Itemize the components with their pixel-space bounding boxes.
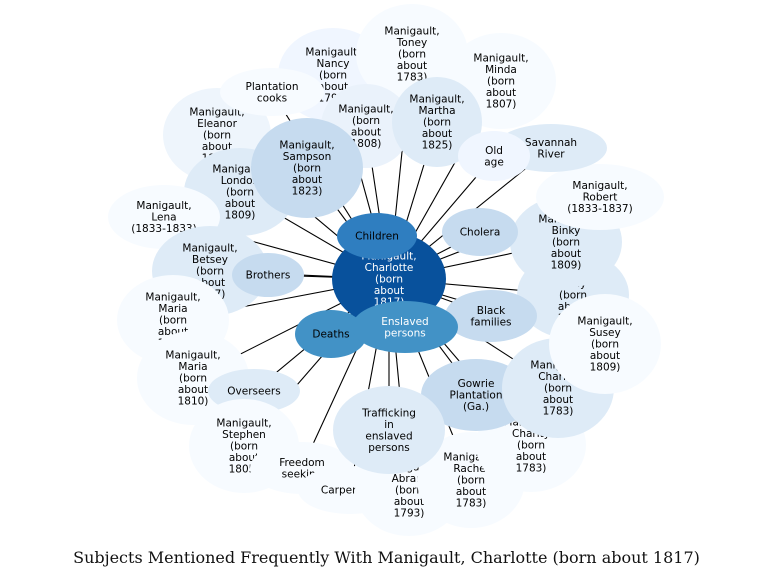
node-enslaved-bubble — [352, 301, 458, 353]
node-deaths-bubble — [295, 310, 367, 358]
node-brothers-bubble — [232, 253, 304, 297]
node-brothers-label: Brothers — [246, 270, 291, 282]
node-robert-label: Manigault,Robert(1833-1837) — [567, 180, 632, 215]
node-children[interactable]: Children — [337, 213, 417, 259]
node-cholera-bubble — [442, 208, 518, 256]
diagram-caption: Subjects Mentioned Frequently With Manig… — [73, 548, 700, 567]
node-trafficking-bubble — [333, 386, 445, 474]
node-deaths-label: Deaths — [312, 329, 349, 341]
node-robert[interactable]: Manigault,Robert(1833-1837) — [536, 164, 664, 230]
node-overseers-label: Overseers — [227, 386, 280, 398]
node-plantation-cooks-bubble — [220, 68, 324, 116]
node-lena-label: Manigault,Lena(1833-1833) — [131, 200, 196, 235]
node-martha-bubble — [392, 77, 482, 167]
node-cholera[interactable]: Cholera — [442, 208, 518, 256]
node-brothers[interactable]: Brothers — [232, 253, 304, 297]
network-svg: Manigault,Nancy(bornabout1798)Manigault,… — [108, 4, 664, 536]
nodes-layer: Manigault,Nancy(bornabout1798)Manigault,… — [108, 4, 664, 536]
node-black-families-bubble — [445, 290, 537, 342]
node-children-label: Children — [355, 231, 399, 243]
node-cholera-label: Cholera — [460, 227, 501, 239]
node-children-bubble — [337, 213, 417, 259]
node-susey-bubble — [549, 294, 661, 394]
node-sampson-bubble — [251, 118, 363, 218]
node-deaths[interactable]: Deaths — [295, 310, 367, 358]
node-old-age-bubble — [458, 131, 530, 181]
node-robert-bubble — [536, 164, 664, 230]
